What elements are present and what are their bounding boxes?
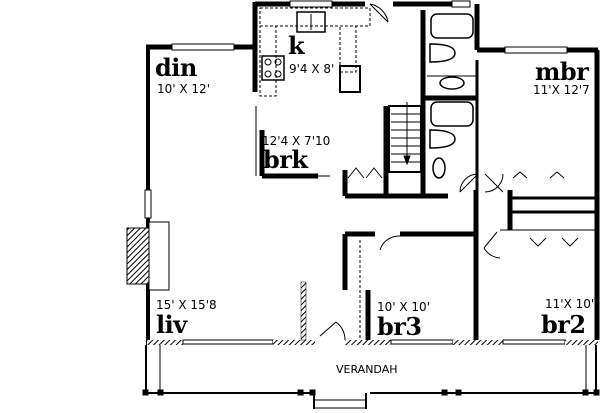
room-label-br3: br3 xyxy=(377,312,422,341)
room-size-brk: 12'4 X 7'10 xyxy=(262,134,331,148)
room-label-k: k xyxy=(288,31,305,60)
room-size-br2: 11'X 10' xyxy=(545,297,595,311)
room-label-br2: br2 xyxy=(541,310,586,339)
room-size-liv: 15' X 15'8 xyxy=(156,298,217,312)
room-label-liv: liv xyxy=(156,310,187,339)
room-label-brk: brk xyxy=(263,145,308,174)
room-size-br3: 10' X 10' xyxy=(377,300,430,314)
room-label-din: din xyxy=(155,53,197,82)
interior-walls xyxy=(126,10,597,341)
room-size-k: 9'4 X 8' xyxy=(289,62,335,76)
kitchen-counters xyxy=(259,7,371,97)
exterior-walls xyxy=(144,0,600,345)
verandah xyxy=(142,345,600,409)
room-size-din: 10' X 12' xyxy=(157,82,210,96)
room-label-mbr: mbr xyxy=(535,57,589,86)
verandah-label: VERANDAH xyxy=(336,363,398,376)
room-size-mbr: 11'X 12'7 xyxy=(533,83,590,97)
doors xyxy=(319,3,579,341)
